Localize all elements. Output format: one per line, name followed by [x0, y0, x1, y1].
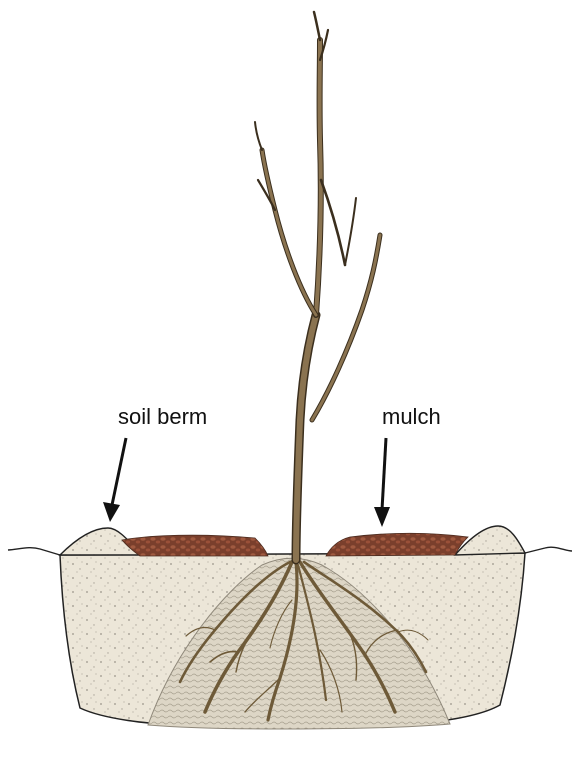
tree-trunk-and-branches [255, 12, 380, 560]
mulch-left [122, 535, 268, 556]
mulch-label: mulch [382, 404, 441, 430]
mulch-arrow [374, 438, 390, 527]
soil-berm-right [455, 526, 525, 555]
mulch-right [326, 533, 468, 556]
soil-berm-arrow [103, 438, 126, 522]
soil-berm-label: soil berm [118, 404, 207, 430]
